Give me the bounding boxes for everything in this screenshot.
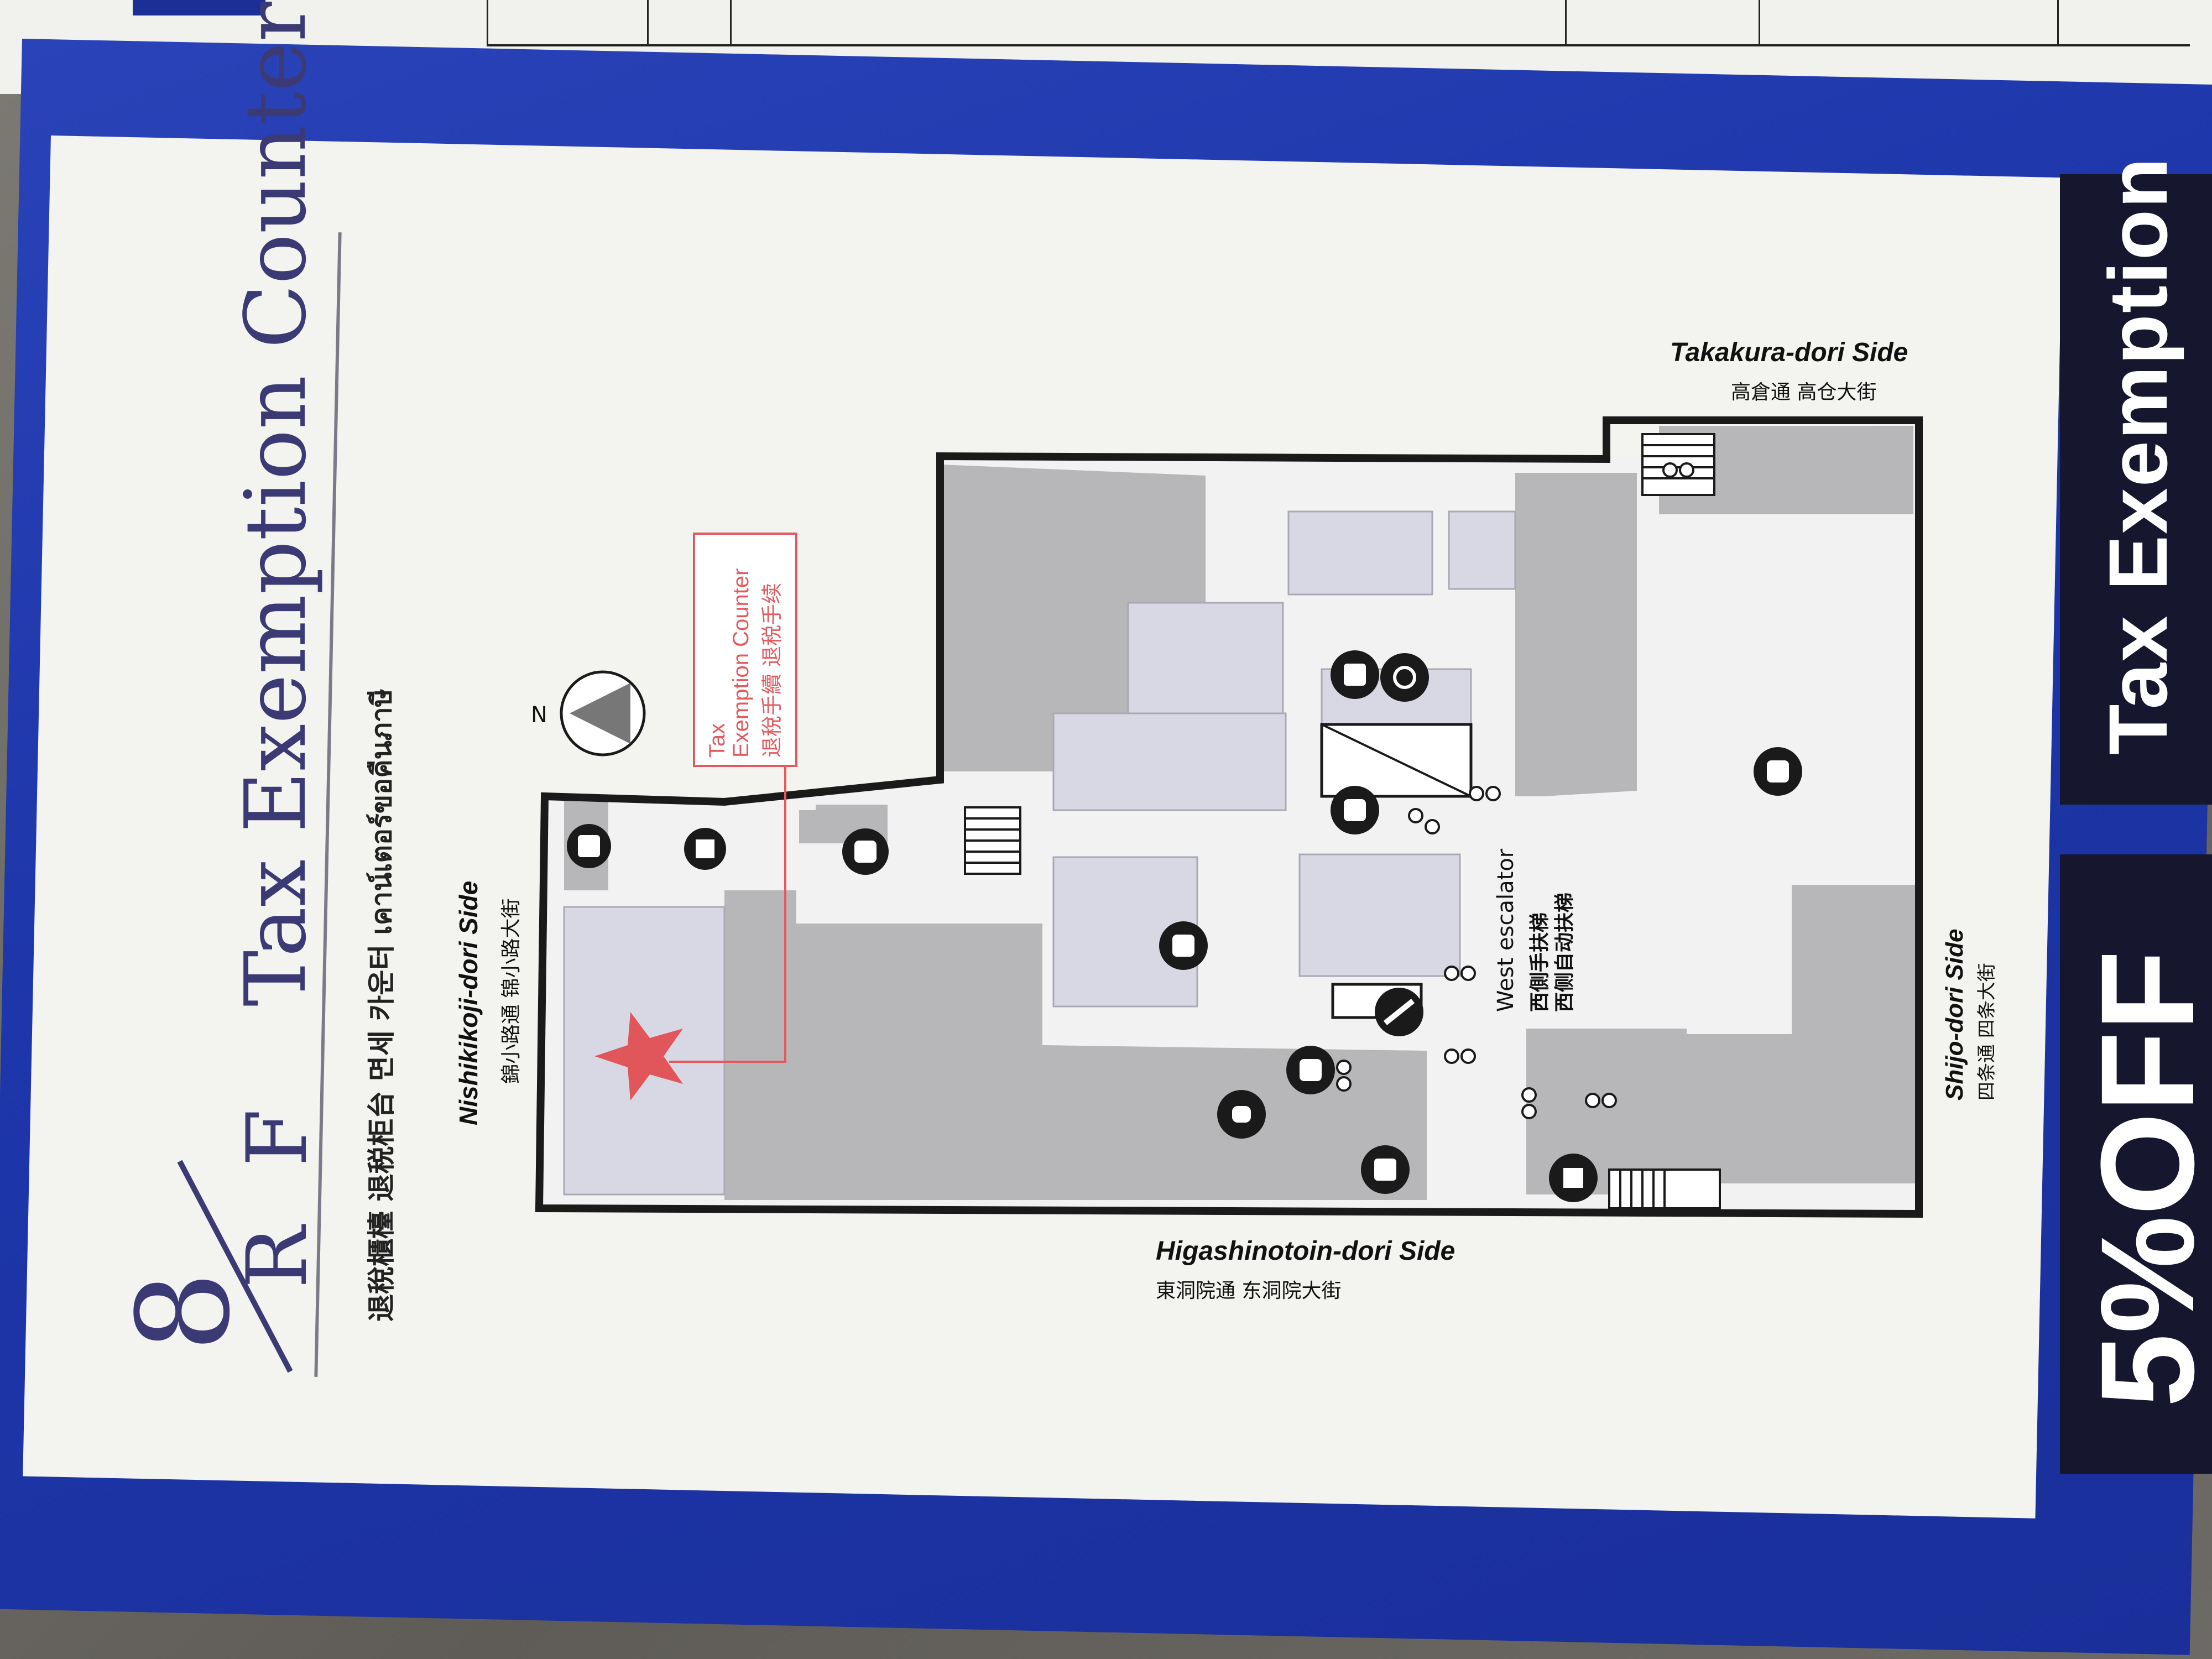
higashinotoin-side-local: 東洞院通 东洞院大街 [1156, 1280, 1342, 1302]
door-markers [1336, 462, 1694, 1119]
nursing-room-icon [1754, 747, 1802, 796]
nishikikoji-side-label: Nishikikoji-dori Side [454, 880, 483, 1125]
elevator-shaft [1320, 723, 1473, 798]
table-cell [647, 0, 719, 44]
restroom-icon [1331, 650, 1379, 699]
top-table [487, 0, 2190, 46]
discount-tab[interactable]: 5%OFF [2060, 854, 2212, 1474]
facility-icons [567, 650, 1802, 1202]
elevator-icon [1549, 1154, 1598, 1202]
table-cell [487, 0, 570, 44]
escalator-icon [1375, 988, 1423, 1036]
top-tab [133, 0, 265, 15]
west-escalator-local-2: 西侧自动扶梯 [1553, 892, 1576, 1012]
elevator-icon [684, 828, 726, 870]
north-compass-icon [560, 670, 646, 757]
table-cell [730, 0, 758, 44]
floor-slash-icon [177, 1160, 293, 1373]
table-cell [2057, 0, 2130, 44]
takakura-side-local: 高倉通 高仓大街 [1731, 381, 1877, 404]
nursing-room-icon [1286, 1046, 1335, 1094]
shijo-side-local: 四条通 四条大街 [1976, 963, 1998, 1100]
callout-line-1: Tax [705, 723, 729, 758]
table-cell [1759, 0, 1831, 44]
west-escalator-label: West escalator [1493, 848, 1519, 1012]
tax-exemption-tab[interactable]: Tax Exemption [2060, 156, 2212, 805]
nursing-room-icon [842, 828, 889, 875]
callout-line-3: 退稅手續 退税手续 [760, 582, 784, 758]
current-location-star-icon [594, 1012, 683, 1100]
table-cell [1565, 0, 1637, 44]
wheelchair-icon [1380, 653, 1429, 702]
nursing-room-icon [1159, 921, 1208, 970]
nursing-room-icon [1331, 786, 1379, 834]
callout-line-2: Exemption Counter [729, 568, 753, 758]
higashinotoin-side-label: Higashinotoin-dori Side [1156, 1237, 1455, 1266]
telephone-icon [1217, 1090, 1266, 1139]
tax-counter-callout-box [669, 533, 797, 1063]
compass-label: N [531, 702, 547, 728]
nishikikoji-side-local: 錦小路通 锦小路大街 [500, 898, 523, 1084]
restroom-icon [1361, 1145, 1410, 1194]
outer-wall [535, 416, 1923, 1218]
restroom-icon [567, 824, 611, 868]
shijo-side-label: Shijo-dori Side [1941, 928, 1968, 1100]
takakura-side-label: Takakura-dori Side [1670, 338, 1908, 367]
stairs-icon [964, 433, 1721, 1209]
